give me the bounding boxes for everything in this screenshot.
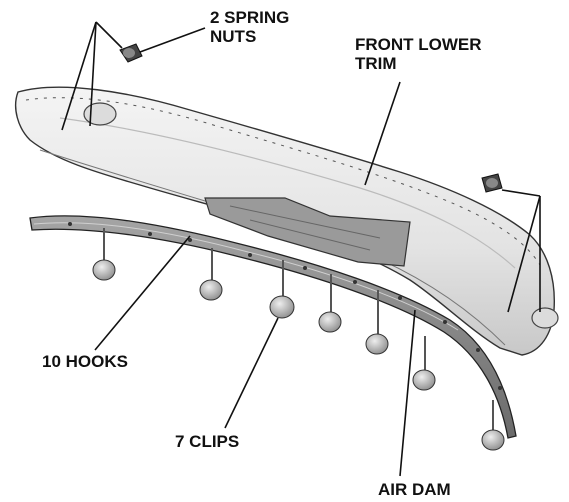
- leader-spring-nuts: [140, 28, 205, 52]
- spring-nut-left: [120, 44, 142, 62]
- label-front-lower-trim: FRONT LOWER TRIM: [355, 35, 482, 73]
- label-spring-nuts: 2 SPRING NUTS: [210, 8, 289, 46]
- clip: [200, 248, 222, 300]
- label-hooks: 10 HOOKS: [42, 352, 128, 371]
- label-clips: 7 CLIPS: [175, 432, 239, 451]
- label-clips-text: 7 CLIPS: [175, 432, 239, 451]
- clip: [93, 228, 115, 280]
- leader-hooks: [95, 236, 190, 350]
- label-spring-nuts-line2: NUTS: [210, 27, 289, 46]
- label-hooks-text: 10 HOOKS: [42, 352, 128, 371]
- spring-nut-right: [482, 174, 502, 192]
- label-air-dam-text: AIR DAM: [378, 480, 451, 499]
- label-air-dam: AIR DAM: [378, 480, 451, 499]
- leader-spring-nuts-right-1: [502, 190, 540, 196]
- label-spring-nuts-line1: 2 SPRING: [210, 8, 289, 27]
- leader-air-dam: [400, 310, 415, 476]
- leader-clips: [225, 318, 278, 428]
- label-front-lower-trim-line1: FRONT LOWER: [355, 35, 482, 54]
- leader-spring-nuts-left-top: [96, 22, 122, 48]
- clip: [413, 336, 435, 390]
- label-front-lower-trim-line2: TRIM: [355, 54, 482, 73]
